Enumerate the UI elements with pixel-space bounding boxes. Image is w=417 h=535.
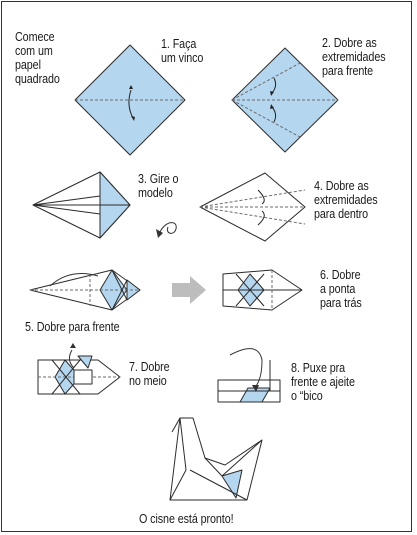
diagram-frame [1, 1, 412, 532]
final-label: O cisne está pronto! [139, 512, 234, 526]
square-folded-edges [231, 47, 339, 153]
step-2-label: 2. Dobre as extremidades para frente [322, 36, 386, 78]
finished-swan [169, 417, 263, 501]
fold-in-half [37, 343, 121, 395]
step-1-label: 1. Faça um vinco [161, 37, 204, 65]
kite-flipped [199, 172, 306, 242]
step-5-label: 5. Dobre para frente [25, 320, 120, 334]
arrow-right-icon [172, 276, 206, 304]
folded-point [222, 269, 303, 311]
kite-shape [32, 171, 131, 239]
square-paper [74, 44, 186, 156]
rotate-icon [156, 222, 177, 238]
step-8-label: 8. Puxe pra frente e ajeite o “bico [291, 361, 355, 403]
pull-neck [217, 348, 281, 403]
step-3-label: 3. Gire o modelo [138, 172, 179, 200]
step-7-label: 7. Dobre no meio [129, 360, 170, 388]
step-start-label: Comece com um papel quadrado [15, 30, 60, 86]
step-6-label: 6. Dobre a ponta para trás [320, 268, 362, 310]
step-4-label: 4. Dobre as extremidades para dentro [314, 179, 378, 221]
narrow-kite [29, 269, 141, 311]
